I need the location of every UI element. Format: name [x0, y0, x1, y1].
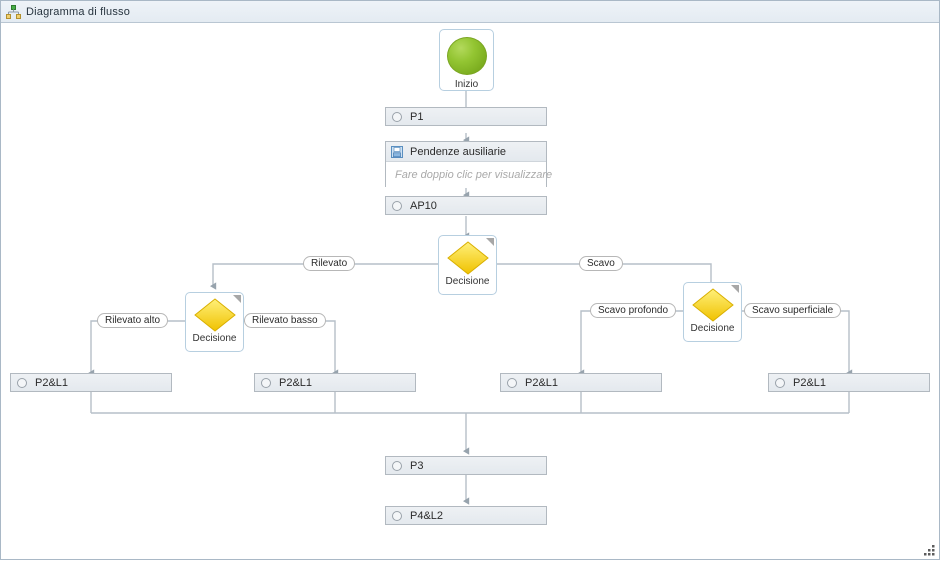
node-inizio-label: Inizio — [454, 79, 479, 90]
edge-decisione3-leaf3 — [578, 310, 684, 377]
node-pendenze-hint: Fare doppio clic per visualizzare — [386, 162, 552, 187]
resize-grip-icon[interactable] — [924, 544, 936, 556]
edge-decisione1-decisione3 — [495, 263, 715, 290]
node-decisione-3-label: Decisione — [690, 323, 735, 334]
diagram-canvas[interactable]: Inizio P1 Pendenze ausiliarie Fare doppi… — [1, 23, 939, 559]
yellow-diamond-icon — [193, 298, 236, 332]
node-leaf-3-label: P2&L1 — [525, 376, 559, 389]
connector-layer — [88, 91, 853, 505]
circle-icon — [775, 377, 785, 388]
node-leaf-4-label: P2&L1 — [793, 376, 827, 389]
edge-decisione2-leaf1 — [88, 320, 186, 377]
circle-icon — [392, 200, 402, 211]
node-pendenze-label: Pendenze ausiliarie — [410, 145, 507, 158]
circle-icon — [392, 460, 402, 471]
corner-marker-icon — [731, 285, 739, 293]
edge-decisione1-decisione2 — [210, 263, 438, 290]
node-p4l2-label: P4&L2 — [410, 509, 444, 522]
node-decisione-3[interactable]: Decisione — [683, 282, 742, 342]
node-decisione-2[interactable]: Decisione — [185, 292, 244, 352]
node-decisione-1[interactable]: Decisione — [438, 235, 497, 295]
yellow-diamond-icon — [446, 241, 489, 275]
node-leaf-2[interactable]: P2&L1 — [254, 373, 416, 392]
circle-icon — [17, 377, 27, 388]
node-decisione-1-label: Decisione — [445, 276, 490, 287]
node-p1-label: P1 — [410, 110, 424, 123]
node-pendenze-header[interactable]: Pendenze ausiliarie — [386, 142, 546, 162]
edge-label-scavo-profondo[interactable]: Scavo profondo — [590, 303, 677, 318]
edge-label-rilevato[interactable]: Rilevato — [303, 256, 356, 271]
window-title-bar: Diagramma di flusso — [1, 1, 939, 23]
edge-decisione3-leaf4 — [739, 310, 853, 377]
node-inizio[interactable]: Inizio — [439, 29, 494, 91]
yellow-diamond-icon — [691, 288, 734, 322]
circle-icon — [392, 510, 402, 521]
node-p3[interactable]: P3 — [385, 456, 547, 475]
disk-icon — [391, 145, 403, 158]
window-title: Diagramma di flusso — [26, 5, 131, 18]
node-decisione-2-label: Decisione — [192, 333, 237, 344]
node-leaf-3[interactable]: P2&L1 — [500, 373, 662, 392]
circle-icon — [392, 111, 402, 122]
edge-label-rilevato-alto[interactable]: Rilevato alto — [97, 313, 169, 328]
green-circle-icon — [446, 37, 487, 75]
node-leaf-4[interactable]: P2&L1 — [768, 373, 930, 392]
node-p1[interactable]: P1 — [385, 107, 547, 126]
circle-icon — [507, 377, 517, 388]
node-leaf-2-label: P2&L1 — [279, 376, 313, 389]
node-p3-label: P3 — [410, 459, 424, 472]
org-chart-icon — [6, 4, 21, 19]
corner-marker-icon — [233, 295, 241, 303]
edge-label-scavo[interactable]: Scavo — [579, 256, 623, 271]
node-pendenze-ausiliarie[interactable]: Pendenze ausiliarie Fare doppio clic per… — [385, 141, 552, 187]
node-ap10[interactable]: AP10 — [385, 196, 547, 215]
edge-decisione2-leaf2 — [241, 320, 339, 377]
node-leaf-1[interactable]: P2&L1 — [10, 373, 172, 392]
circle-icon — [261, 377, 271, 388]
corner-marker-icon — [486, 238, 494, 246]
node-p4l2[interactable]: P4&L2 — [385, 506, 547, 525]
edge-label-scavo-superficiale[interactable]: Scavo superficiale — [744, 303, 842, 318]
node-leaf-1-label: P2&L1 — [35, 376, 69, 389]
edge-label-rilevato-basso[interactable]: Rilevato basso — [244, 313, 326, 328]
node-ap10-label: AP10 — [410, 199, 437, 212]
